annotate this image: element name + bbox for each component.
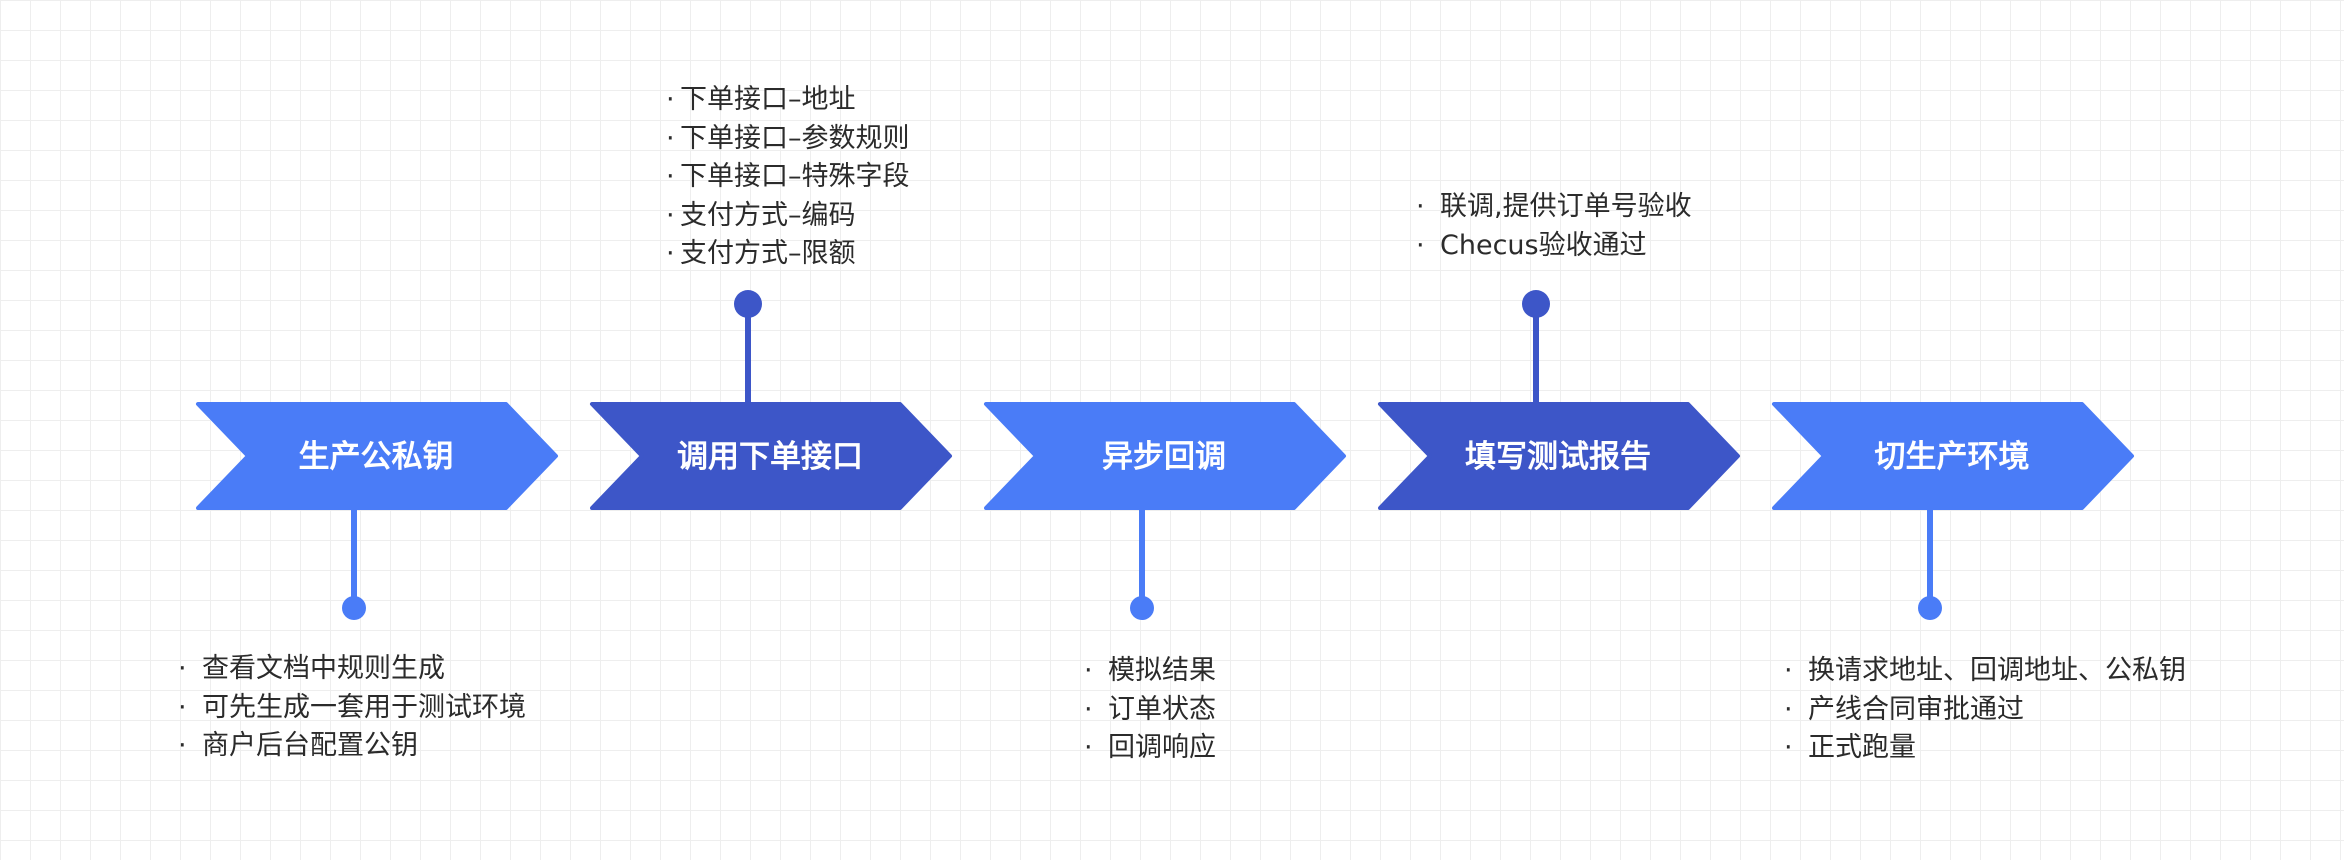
step-arrow: 调用下单接口	[590, 402, 952, 510]
connector-dot	[1130, 596, 1154, 620]
step-arrow-shape	[590, 402, 952, 510]
note-item: 支付方式–限额	[666, 235, 910, 274]
connector-dot	[342, 596, 366, 620]
note-item: 商户后台配置公钥	[174, 727, 526, 766]
step-notes-call-order-api: 下单接口–地址 下单接口–参数规则 下单接口–特殊字段 支付方式–编码 支付方式…	[666, 81, 910, 274]
note-item: 支付方式–编码	[666, 197, 910, 236]
step-notes-test-report: 联调,提供订单号验收 Checus验收通过	[1412, 188, 1692, 265]
step-label: 异步回调	[1102, 439, 1226, 475]
step-arrow-shape	[196, 402, 558, 510]
step-label: 切生产环境	[1875, 439, 2030, 475]
note-item: 查看文档中规则生成	[174, 650, 526, 689]
connector-dot	[1918, 596, 1942, 620]
note-item: 模拟结果	[1080, 652, 1216, 691]
step-notes-generate-keys: 查看文档中规则生成 可先生成一套用于测试环境 商户后台配置公钥	[174, 650, 526, 766]
step-arrow: 切生产环境	[1772, 402, 2134, 510]
step-arrow-shape	[984, 402, 1346, 510]
note-item: 产线合同审批通过	[1780, 691, 2186, 730]
note-item: 联调,提供订单号验收	[1412, 188, 1692, 227]
step-notes-switch-production: 换请求地址、回调地址、公私钥 产线合同审批通过 正式跑量	[1780, 652, 2186, 768]
step-label: 生产公私钥	[299, 439, 454, 475]
note-item: 换请求地址、回调地址、公私钥	[1780, 652, 2186, 691]
step-arrow: 异步回调	[984, 402, 1346, 510]
step-label: 填写测试报告	[1465, 439, 1651, 475]
connector-dot	[734, 290, 762, 318]
note-item: 订单状态	[1080, 691, 1216, 730]
step-arrow: 填写测试报告	[1378, 402, 1740, 510]
step-arrow: 生产公私钥	[196, 402, 558, 510]
note-item: 回调响应	[1080, 729, 1216, 768]
note-item: 可先生成一套用于测试环境	[174, 689, 526, 728]
note-item: 正式跑量	[1780, 729, 2186, 768]
step-label: 调用下单接口	[677, 439, 863, 475]
connector-dot	[1522, 290, 1550, 318]
step-arrow-shape	[1378, 402, 1740, 510]
step-notes-async-callback: 模拟结果 订单状态 回调响应	[1080, 652, 1216, 768]
note-item: 下单接口–参数规则	[666, 120, 910, 159]
note-item: 下单接口–地址	[666, 81, 910, 120]
note-item: 下单接口–特殊字段	[666, 158, 910, 197]
step-arrow-shape	[1772, 402, 2134, 510]
note-item: Checus验收通过	[1412, 227, 1692, 266]
